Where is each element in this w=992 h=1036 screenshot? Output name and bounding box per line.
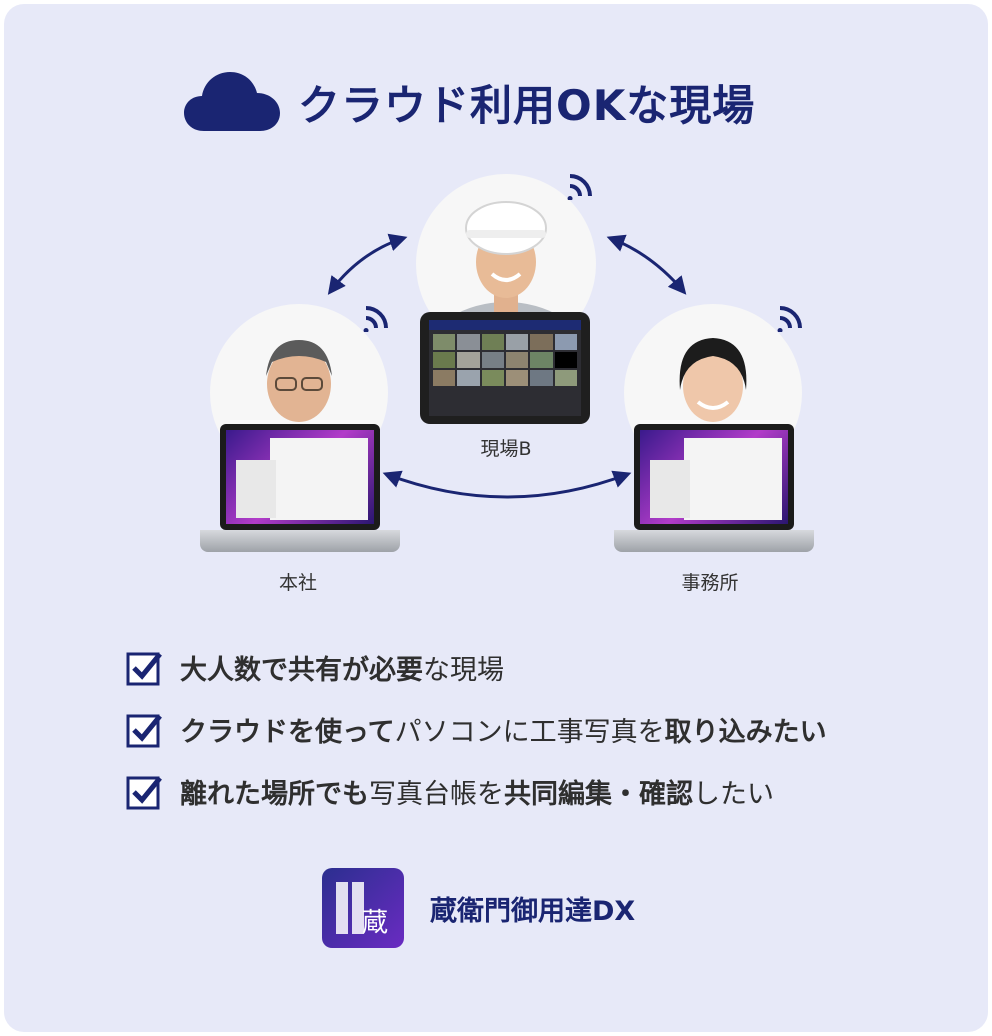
- feature-checklist: 大人数で共有が必要な現場 クラウドを使ってパソコンに工事写真を取り込みたい 離れ…: [126, 636, 926, 822]
- office-laptop-base: [614, 530, 814, 552]
- office-label: 事務所: [681, 572, 739, 594]
- hq-label: 本社: [278, 572, 317, 594]
- page-title: クラウド利用OKな現場: [298, 80, 756, 130]
- brand-name: 蔵衛門御用達DX: [430, 895, 636, 927]
- checklist-item: 離れた場所でも写真台帳を共同編集・確認したい: [126, 760, 926, 822]
- cloud-icon: [184, 72, 280, 131]
- check-bold-text: 共同編集・確認: [504, 778, 693, 810]
- check-text: 写真台帳を: [369, 778, 504, 810]
- brand-logo: 蔵: [322, 868, 404, 948]
- brand-logo-glyph: 蔵: [362, 908, 389, 938]
- hq-laptop-base: [200, 530, 400, 552]
- checkbox-icon: [126, 776, 162, 810]
- wifi-icon: [777, 306, 802, 332]
- check-bold-text: 離れた場所でも: [180, 778, 369, 810]
- hq-laptop: [220, 424, 380, 530]
- wifi-icon: [363, 306, 388, 332]
- checkbox-icon: [126, 714, 162, 748]
- check-text: な現場: [423, 654, 504, 686]
- bidirectional-arrow-icon: [327, 233, 408, 295]
- bidirectional-arrow-icon: [382, 470, 632, 499]
- checklist-item: 大人数で共有が必要な現場: [126, 636, 926, 698]
- site-b-label: 現場B: [480, 438, 532, 460]
- check-bold-text: クラウドを使って: [180, 716, 395, 748]
- check-bold-text: 取り込みたい: [664, 716, 827, 748]
- checklist-item: クラウドを使ってパソコンに工事写真を取り込みたい: [126, 698, 926, 760]
- header: クラウド利用OKな現場: [184, 66, 824, 138]
- checkbox-icon: [126, 652, 162, 686]
- brand: 蔵 蔵衛門御用達DX: [322, 868, 635, 948]
- bidirectional-arrow-icon: [606, 234, 687, 295]
- wifi-icon: [567, 174, 592, 200]
- check-text: したい: [693, 778, 774, 810]
- office-laptop: [634, 424, 794, 530]
- check-bold-text: 大人数で共有が必要: [180, 654, 423, 686]
- check-text: パソコンに工事写真を: [394, 716, 665, 748]
- tablet: [420, 312, 590, 424]
